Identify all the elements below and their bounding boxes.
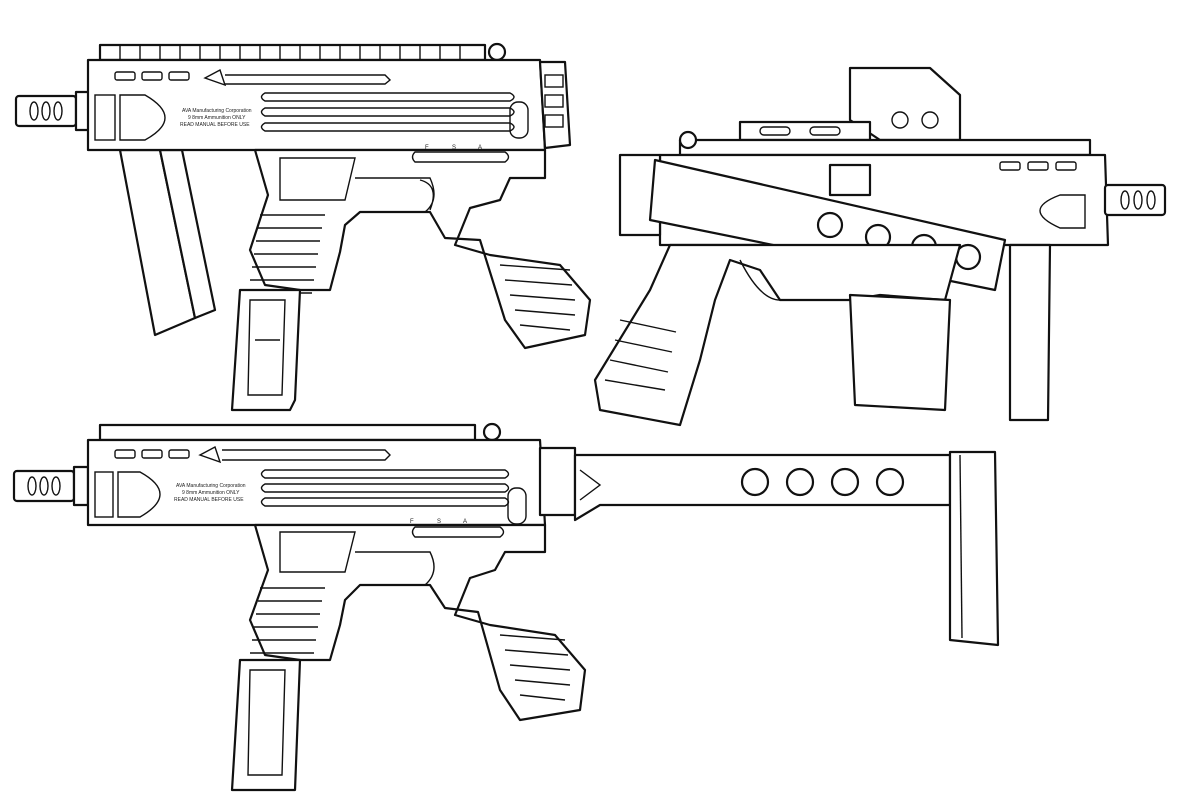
engraving-line-1: AVA Manufacturing Corporation: [176, 483, 246, 489]
muzzle-brake-icon: [12, 465, 90, 507]
buttpad: [948, 450, 1000, 647]
selector-mark-a: A: [463, 519, 467, 525]
engraving-line-1: AVA Manufacturing Corporation: [182, 108, 252, 114]
selector-mark-f: F: [425, 145, 429, 151]
muzzle-brake-icon: [14, 90, 92, 132]
selector-mark-f: F: [410, 519, 414, 525]
selector-mark-s: S: [437, 519, 441, 525]
engraving-line-3: READ MANUAL BEFORE USE: [180, 122, 250, 128]
engraving-line-2: 9 8mm Ammunition ONLY: [182, 490, 240, 496]
screw-icon: [482, 422, 502, 442]
screw-icon: [487, 42, 507, 62]
engraving-line-2: 9 8mm Ammunition ONLY: [188, 115, 246, 121]
gun-top-left: AVA Manufacturing Corporation 9 8mm Ammu…: [14, 42, 592, 412]
gun-middle-right: [593, 66, 1167, 427]
selector-mark-s: S: [452, 145, 456, 151]
selector-mark-a: A: [478, 145, 482, 151]
gun-bottom: AVA Manufacturing Corporation 9 8mm Ammu…: [12, 422, 1000, 792]
muzzle-brake-icon: [1103, 183, 1167, 217]
engraving-line-3: READ MANUAL BEFORE USE: [174, 497, 244, 503]
